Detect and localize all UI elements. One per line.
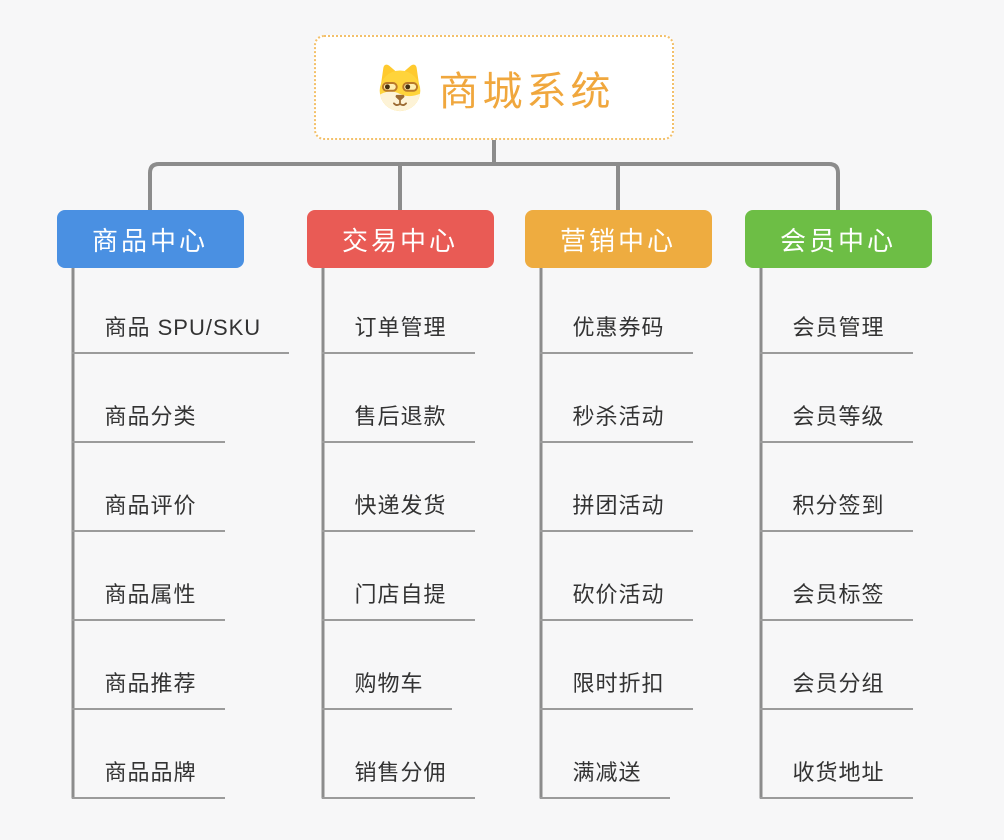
branch-node[interactable]: 商品中心 bbox=[57, 210, 244, 268]
leaf-row: 购物车 bbox=[322, 621, 475, 710]
leaf-node[interactable]: 满减送 bbox=[540, 755, 670, 799]
leaf-row: 满减送 bbox=[540, 710, 693, 799]
branch-node[interactable]: 营销中心 bbox=[525, 210, 712, 268]
leaf-row: 会员等级 bbox=[760, 354, 913, 443]
leaf-row: 商品属性 bbox=[72, 532, 290, 621]
leaf-row: 优惠券码 bbox=[540, 265, 693, 354]
leaf-row: 会员标签 bbox=[760, 532, 913, 621]
leaf-node[interactable]: 会员管理 bbox=[760, 310, 913, 354]
root-label: 商城系统 bbox=[439, 59, 615, 117]
branch-label: 交易中心 bbox=[342, 221, 458, 258]
leaf-node[interactable]: 售后退款 bbox=[322, 399, 475, 443]
branch-children: 会员管理 会员等级 积分签到 会员标签 会员分组 收货地址 bbox=[760, 265, 913, 799]
leaf-node[interactable]: 商品评价 bbox=[72, 488, 225, 532]
dog-face-icon bbox=[374, 63, 426, 112]
branch-label: 营销中心 bbox=[560, 221, 676, 258]
leaf-row: 商品品牌 bbox=[72, 710, 290, 799]
branch-children: 商品 SPU/SKU 商品分类 商品评价 商品属性 商品推荐 商品品牌 bbox=[72, 265, 290, 799]
leaf-row: 限时折扣 bbox=[540, 621, 693, 710]
leaf-node[interactable]: 会员分组 bbox=[760, 666, 913, 710]
leaf-row: 拼团活动 bbox=[540, 443, 693, 532]
leaf-node[interactable]: 商品品牌 bbox=[72, 755, 225, 799]
branch-label: 会员中心 bbox=[780, 221, 896, 258]
branch-children: 优惠券码 秒杀活动 拼团活动 砍价活动 限时折扣 满减送 bbox=[540, 265, 693, 799]
leaf-row: 砍价活动 bbox=[540, 532, 693, 621]
leaf-row: 会员管理 bbox=[760, 265, 913, 354]
leaf-node[interactable]: 购物车 bbox=[322, 666, 452, 710]
leaf-node[interactable]: 砍价活动 bbox=[540, 577, 693, 621]
root-node[interactable]: 商城系统 bbox=[314, 35, 674, 140]
leaf-node[interactable]: 商品推荐 bbox=[72, 666, 225, 710]
leaf-node[interactable]: 秒杀活动 bbox=[540, 399, 693, 443]
leaf-row: 销售分佣 bbox=[322, 710, 475, 799]
leaf-row: 快递发货 bbox=[322, 443, 475, 532]
branch-node[interactable]: 交易中心 bbox=[307, 210, 494, 268]
leaf-row: 商品分类 bbox=[72, 354, 290, 443]
leaf-row: 积分签到 bbox=[760, 443, 913, 532]
branch-label: 商品中心 bbox=[92, 221, 208, 258]
leaf-row: 商品评价 bbox=[72, 443, 290, 532]
leaf-node[interactable]: 优惠券码 bbox=[540, 310, 693, 354]
leaf-node[interactable]: 商品 SPU/SKU bbox=[72, 310, 290, 354]
leaf-node[interactable]: 限时折扣 bbox=[540, 666, 693, 710]
leaf-node[interactable]: 会员等级 bbox=[760, 399, 913, 443]
leaf-node[interactable]: 会员标签 bbox=[760, 577, 913, 621]
leaf-row: 商品 SPU/SKU bbox=[72, 265, 290, 354]
leaf-row: 订单管理 bbox=[322, 265, 475, 354]
leaf-node[interactable]: 收货地址 bbox=[760, 755, 913, 799]
leaf-row: 秒杀活动 bbox=[540, 354, 693, 443]
leaf-row: 会员分组 bbox=[760, 621, 913, 710]
branch-node[interactable]: 会员中心 bbox=[745, 210, 932, 268]
leaf-node[interactable]: 门店自提 bbox=[322, 577, 475, 621]
leaf-row: 门店自提 bbox=[322, 532, 475, 621]
branch-children: 订单管理 售后退款 快递发货 门店自提 购物车 销售分佣 bbox=[322, 265, 475, 799]
leaf-row: 收货地址 bbox=[760, 710, 913, 799]
leaf-node[interactable]: 订单管理 bbox=[322, 310, 475, 354]
leaf-node[interactable]: 商品属性 bbox=[72, 577, 225, 621]
leaf-node[interactable]: 商品分类 bbox=[72, 399, 225, 443]
leaf-node[interactable]: 拼团活动 bbox=[540, 488, 693, 532]
leaf-row: 售后退款 bbox=[322, 354, 475, 443]
leaf-node[interactable]: 销售分佣 bbox=[322, 755, 475, 799]
leaf-node[interactable]: 快递发货 bbox=[322, 488, 475, 532]
leaf-row: 商品推荐 bbox=[72, 621, 290, 710]
leaf-node[interactable]: 积分签到 bbox=[760, 488, 913, 532]
